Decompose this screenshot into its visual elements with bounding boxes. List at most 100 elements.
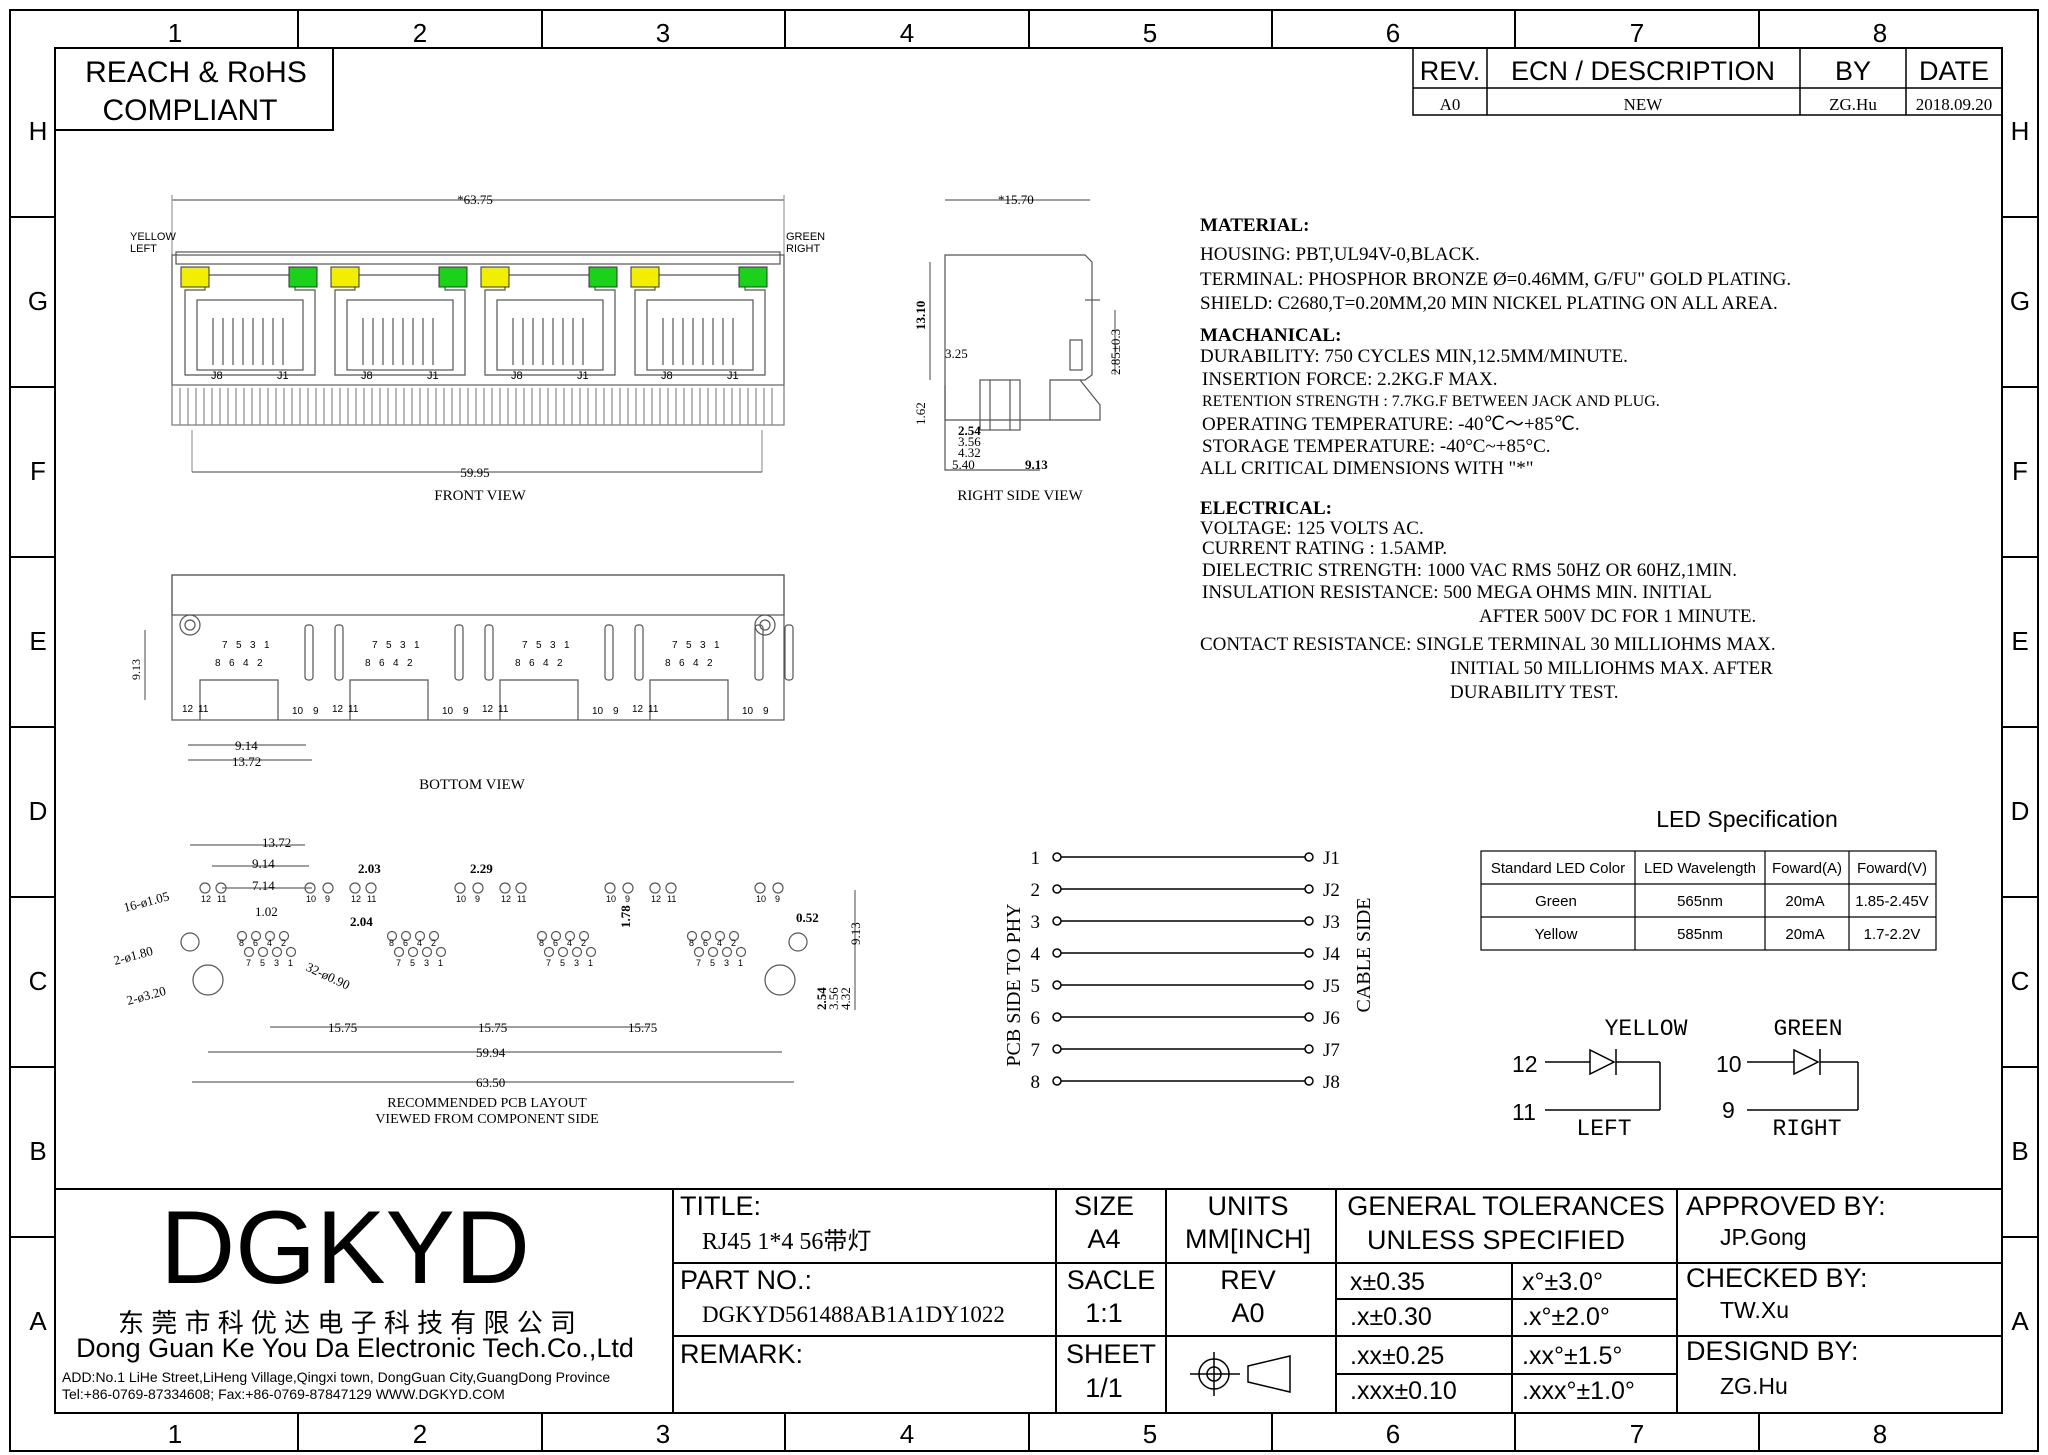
pcb-signal-hole	[557, 946, 569, 958]
bottom-pin-number: 4	[243, 658, 249, 669]
pcb-pin-number: 6	[553, 938, 558, 948]
col-label: 5	[1143, 18, 1157, 48]
bottom-led-pin: 12	[332, 704, 344, 715]
pcb-pin-number: 6	[253, 938, 258, 948]
pcb-dim: 63.50	[476, 1075, 505, 1090]
pcb-signal-hole	[707, 946, 719, 958]
remark-label: REMARK:	[680, 1339, 803, 1369]
pcb-led-hole	[349, 882, 361, 894]
schematic-left-pin: 4	[1031, 944, 1041, 965]
pcb-led-hole	[454, 882, 466, 894]
side-dim: 1.62	[913, 402, 928, 425]
compliance-line2: COMPLIANT	[102, 94, 277, 127]
pcb-signal-hole	[700, 930, 712, 942]
bottom-slot	[499, 679, 579, 720]
schematic-right-pin: J3	[1323, 912, 1340, 933]
bottom-pin-number: 5	[236, 640, 242, 651]
bottom-pin-number: 2	[707, 658, 713, 669]
green-pin-a: 10	[1716, 1051, 1742, 1077]
by-header: BY	[1835, 56, 1871, 86]
zone-ticks	[10, 10, 2038, 1451]
col-label: 2	[413, 18, 427, 48]
pcb-pin-number: 2	[731, 938, 736, 948]
led-diagram-yellow	[1545, 1048, 1661, 1111]
row-label: D	[29, 796, 48, 826]
electrical-line: CONTACT RESISTANCE: SINGLE TERMINAL 30 M…	[1200, 634, 1776, 655]
company-address: ADD:No.1 LiHe Street,LiHeng Village,Qing…	[62, 1369, 610, 1385]
pcb-side-label: PCB SIDE TO PHY	[1003, 903, 1025, 1066]
mechanical-line: RETENTION STRENGTH : 7.7KG.F BETWEEN JAC…	[1202, 393, 1660, 410]
pcb-pin-number: 4	[567, 938, 572, 948]
col-label: 4	[900, 18, 914, 48]
front-pin-label-j1: J1	[727, 370, 739, 382]
rev-block-value: A0	[1231, 1298, 1264, 1328]
front-led-group	[180, 266, 768, 288]
tolerance-title-1: GENERAL TOLERANCES	[1347, 1191, 1665, 1221]
pcb-dim: 15.75	[328, 1020, 357, 1035]
material-line: TERMINAL: PHOSPHOR BRONZE Ø=0.46MM, G/FU…	[1200, 269, 1791, 290]
bottom-led-pin: 9	[763, 706, 769, 717]
bottom-pin-number: 3	[400, 640, 406, 651]
bottom-pin-number: 6	[529, 658, 535, 669]
row-label: C	[29, 966, 48, 996]
pcb-dim: 2.04	[350, 914, 373, 929]
bottom-led-pin: 12	[182, 704, 194, 715]
bottom-led-pin: 10	[292, 706, 304, 717]
bottom-pin-number: 7	[522, 640, 528, 651]
bottom-pin-number: 8	[515, 658, 521, 669]
pcb-signal-hole	[585, 946, 597, 958]
pcb-led-pin-number: 9	[625, 894, 630, 904]
bottom-pin-number: 1	[264, 640, 270, 651]
pcb-pin-number: 3	[424, 958, 429, 968]
bottom-pin-number: 6	[229, 658, 235, 669]
bottom-pin-number: 5	[686, 640, 692, 651]
bottom-led-pin: 11	[498, 704, 509, 715]
row-label: F	[2012, 456, 2028, 486]
pcb-led-pin-number: 10	[606, 894, 616, 904]
front-pin-label-j8: J8	[511, 370, 523, 382]
rev-value: A0	[1440, 95, 1461, 114]
col-label: 6	[1386, 18, 1400, 48]
row-label: D	[2011, 796, 2030, 826]
bottom-pin-number: 6	[679, 658, 685, 669]
schematic-node	[1304, 884, 1314, 894]
schematic-node	[1304, 1044, 1314, 1054]
pcb-signal-hole	[735, 946, 747, 958]
bottom-pin-number: 8	[365, 658, 371, 669]
bottom-pin-number: 4	[693, 658, 699, 669]
pcb-led-hole	[665, 882, 677, 894]
pcb-led-hole	[515, 882, 527, 894]
led-spec-header: Foward(V)	[1857, 860, 1927, 877]
pcb-dim: 15.75	[628, 1020, 657, 1035]
side-dim: 2.54	[958, 423, 981, 438]
row-label: C	[2011, 966, 2030, 996]
bottom-slot-hole	[634, 624, 644, 681]
pcb-dim: 59.94	[476, 1045, 506, 1060]
col-label: 6	[1386, 1419, 1400, 1449]
col-label: 1	[168, 18, 182, 48]
pcb-signal-hole	[571, 946, 583, 958]
schematic-node	[1304, 1012, 1314, 1022]
pcb-signal-hole	[285, 946, 297, 958]
pcb-led-pin-number: 9	[775, 894, 780, 904]
electrical-line: CURRENT RATING : 1.5AMP.	[1202, 538, 1447, 559]
side-dim: 3.56	[958, 434, 981, 449]
green-led-title: GREEN	[1773, 1016, 1842, 1042]
pcb-pin-number: 5	[260, 958, 265, 968]
title-block-fields: TITLE: RJ45 1*4 56带灯 PART NO.: DGKYD5614…	[680, 1191, 1886, 1405]
green-led	[438, 266, 468, 288]
schematic-right-pin: J5	[1323, 976, 1340, 997]
row-label: B	[29, 1136, 46, 1166]
schematic-right-pin: J2	[1323, 880, 1340, 901]
pcb-pin-number: 4	[267, 938, 272, 948]
title-value: RJ45 1*4 56带灯	[702, 1228, 871, 1255]
pcb-pin-number: 2	[581, 938, 586, 948]
side-dim: 13.10	[913, 301, 928, 330]
pcb-dim: 2.29	[470, 861, 493, 876]
pcb-hole-note: 16-ø1.05	[122, 888, 171, 915]
schematic-node	[1052, 1044, 1062, 1054]
pcb-signal-hole	[721, 946, 733, 958]
company-contact: Tel:+86-0769-87334608; Fax:+86-0769-8784…	[62, 1386, 505, 1402]
